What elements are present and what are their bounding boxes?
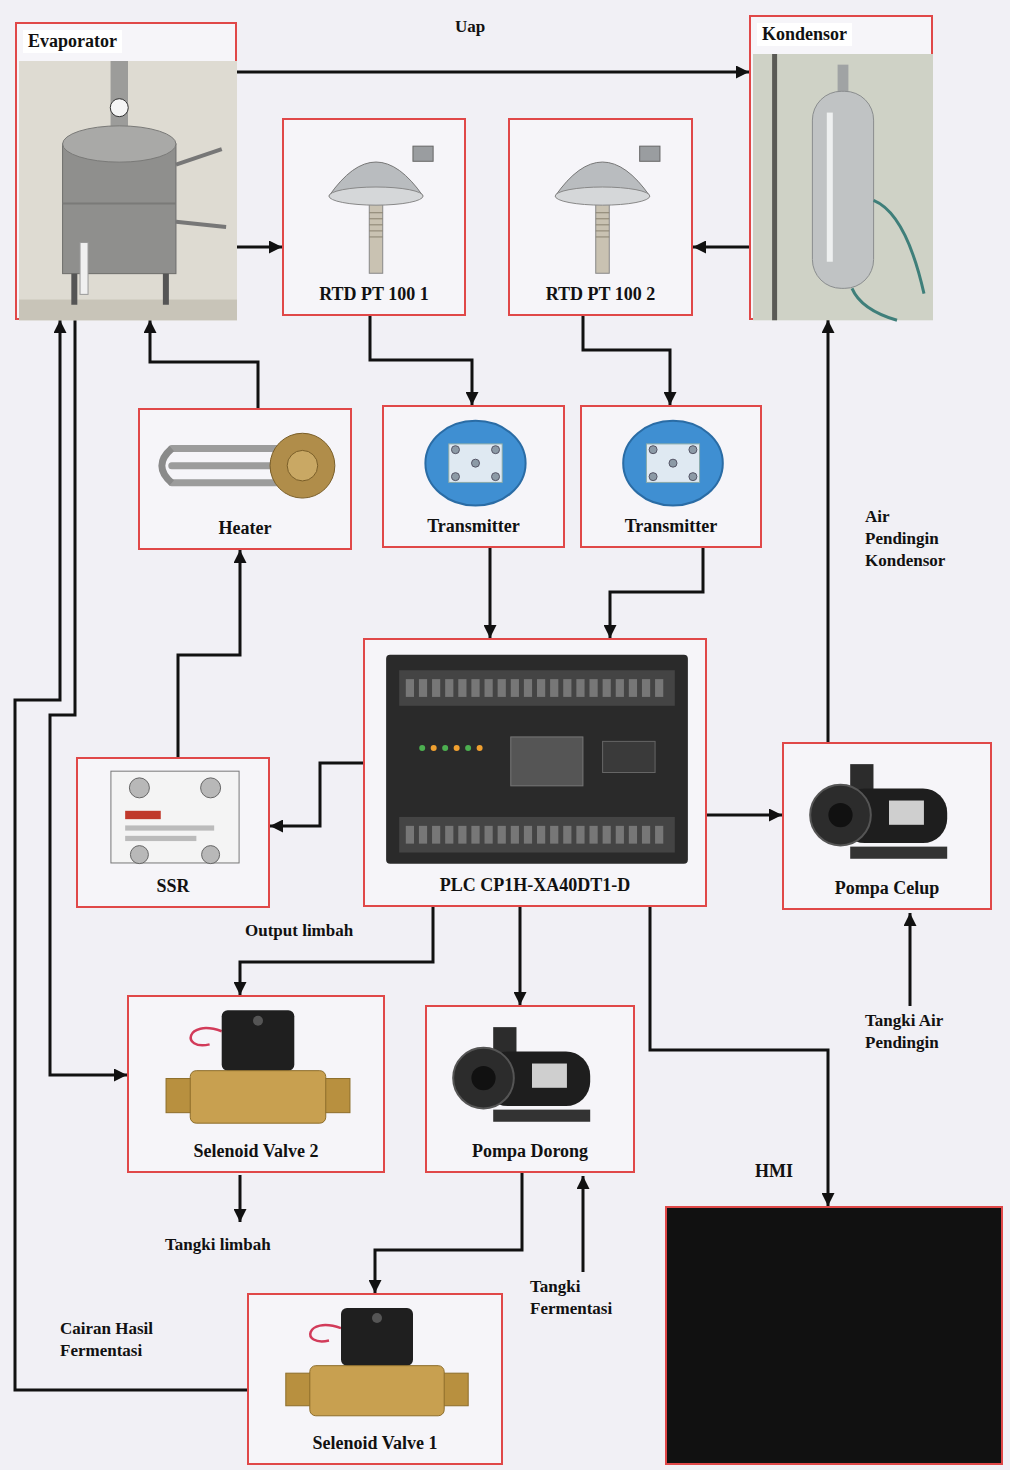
connector-arrow	[178, 550, 240, 757]
flow-arrow	[239, 1175, 242, 1222]
node-label: Transmitter	[620, 515, 723, 538]
node-label: PLC CP1H-XA40DT1-D	[435, 874, 636, 897]
component-illustration	[435, 1015, 629, 1136]
flow-label: Cairan Hasil Fermentasi	[60, 1318, 185, 1362]
component-illustration	[86, 767, 264, 871]
component-box: SSR	[76, 757, 270, 908]
component-illustration	[792, 752, 986, 873]
connector-arrow	[489, 548, 492, 638]
connector-arrow	[693, 246, 749, 249]
connector-arrow	[707, 814, 782, 817]
component-illustration	[392, 415, 559, 511]
component-illustration	[137, 1005, 379, 1136]
component-box: Evaporator	[15, 22, 237, 320]
connector-arrow	[375, 1173, 522, 1293]
flow-label: Tangki Air Pendingin	[865, 1010, 980, 1054]
connector-arrow	[150, 320, 258, 408]
connector-arrow	[583, 316, 670, 405]
component-box: PLC CP1H-XA40DT1-D	[363, 638, 707, 907]
component-illustration	[518, 128, 687, 279]
component-box: Pompa Dorong	[425, 1005, 635, 1173]
node-label: Transmitter	[422, 515, 525, 538]
component-illustration	[148, 418, 346, 513]
flow-label: Output limbah	[245, 920, 395, 942]
node-label: Evaporator	[23, 30, 122, 53]
connector-arrow	[650, 907, 828, 1206]
node-label: Selenoid Valve 1	[307, 1432, 442, 1455]
component-box: RTD PT 100 2	[508, 118, 693, 316]
component-box: Selenoid Valve 1	[247, 1293, 503, 1465]
connector-arrow	[370, 316, 472, 405]
hmi-frame	[665, 1206, 1003, 1465]
flow-arrow	[582, 1176, 585, 1272]
node-label: Kondensor	[757, 23, 852, 46]
connector-arrow	[610, 548, 703, 638]
component-illustration	[19, 61, 237, 320]
component-box: Transmitter	[580, 405, 762, 548]
node-label: Selenoid Valve 2	[188, 1140, 323, 1163]
connector-arrow	[15, 320, 247, 1390]
edge-label: Air Pendingin Kondensor	[865, 506, 965, 572]
connector-arrow	[270, 763, 363, 826]
component-box: RTD PT 100 1	[282, 118, 466, 316]
connector-arrow	[50, 320, 127, 1075]
edge-label: Uap	[455, 16, 515, 38]
node-label: SSR	[151, 875, 194, 898]
connector-arrow	[237, 71, 749, 74]
component-illustration	[257, 1303, 497, 1428]
connector-arrow	[827, 320, 830, 742]
node-label: HMI	[750, 1160, 798, 1183]
component-box: Selenoid Valve 2	[127, 995, 385, 1173]
component-illustration	[667, 1208, 1001, 1463]
node-label: RTD PT 100 1	[314, 283, 434, 306]
component-illustration	[753, 54, 933, 320]
component-box: Kondensor	[749, 15, 933, 320]
component-box: Heater	[138, 408, 352, 550]
node-label: Pompa Celup	[830, 877, 945, 900]
node-label: Pompa Dorong	[467, 1140, 593, 1163]
component-box: Pompa Celup	[782, 742, 992, 910]
component-box: Transmitter	[382, 405, 565, 548]
component-illustration	[590, 415, 756, 511]
component-illustration	[373, 648, 701, 870]
flow-label: Tangki limbah	[165, 1234, 315, 1256]
node-label: RTD PT 100 2	[541, 283, 661, 306]
flow-label: Tangki Fermentasi	[530, 1276, 640, 1320]
component-box: HMI	[665, 1158, 1003, 1465]
node-label: Heater	[214, 517, 277, 540]
connector-arrow	[237, 246, 282, 249]
flow-arrow	[909, 913, 912, 1006]
component-illustration	[292, 128, 460, 279]
connector-arrow	[519, 907, 522, 1005]
connector-arrow	[240, 907, 433, 995]
